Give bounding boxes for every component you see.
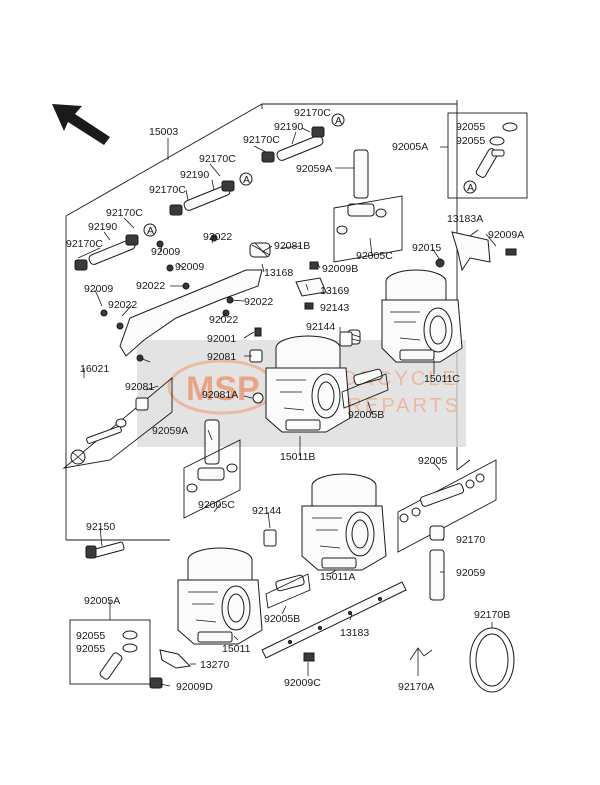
part-labels: 15003 92170C 92190 92170C 92059A 92005A … <box>66 107 524 693</box>
ref-a-label: A <box>147 225 154 237</box>
label-92022: 92022 <box>203 231 232 243</box>
label-92170c: 92170C <box>149 184 186 196</box>
label-92081a: 92081A <box>202 389 238 401</box>
label-13169: 13169 <box>320 285 349 297</box>
label-92143: 92143 <box>320 302 349 314</box>
fuel-tee-inset-top: A <box>447 112 528 199</box>
spring-92144-upper <box>339 331 353 347</box>
label-92009b: 92009B <box>322 263 358 275</box>
label-15011c: 15011C <box>424 373 460 385</box>
watermark-logo: MSP <box>186 370 260 408</box>
label-92055: 92055 <box>456 135 485 147</box>
fuel-hose-top-middle: A <box>169 172 253 216</box>
pilot-screw-parts <box>249 261 361 404</box>
clip-92170a <box>409 647 433 662</box>
label-92005c: 92005C <box>356 250 393 262</box>
label-92144: 92144 <box>252 505 281 517</box>
assembly-frame <box>65 103 471 541</box>
ref-a-label: A <box>467 182 474 194</box>
label-92170a: 92170A <box>398 681 434 693</box>
label-92081b: 92081B <box>274 240 310 252</box>
label-92055: 92055 <box>76 643 105 655</box>
label-15011: 15011 <box>222 643 251 655</box>
label-92150: 92150 <box>86 521 115 533</box>
carburetor-15011 <box>177 547 263 645</box>
label-92001: 92001 <box>207 333 236 345</box>
fuel-hose-top-left: A <box>74 223 157 271</box>
label-92009c: 92009C <box>284 677 321 689</box>
label-92009: 92009 <box>175 261 204 273</box>
ref-a-label: A <box>335 115 342 127</box>
label-15003: 15003 <box>149 126 178 138</box>
label-92009a: 92009A <box>488 229 524 241</box>
label-13270: 13270 <box>200 659 229 671</box>
hose-clamp-92170b <box>469 627 515 693</box>
fuel-hose-top-right: A <box>261 113 345 163</box>
spring-92144-lower <box>263 529 277 547</box>
label-92081: 92081 <box>125 381 154 393</box>
label-92170c: 92170C <box>199 153 236 165</box>
label-92170c: 92170C <box>294 107 331 119</box>
label-92059: 92059 <box>456 567 485 579</box>
label-92170c: 92170C <box>243 134 280 146</box>
label-13168: 13168 <box>264 267 293 279</box>
label-92005: 92005 <box>418 455 447 467</box>
label-92170c: 92170C <box>66 238 103 250</box>
label-16021: 16021 <box>80 363 109 375</box>
label-92055: 92055 <box>456 121 485 133</box>
leader-lines <box>77 127 497 687</box>
label-92005a: 92005A <box>392 141 428 153</box>
label-92009: 92009 <box>151 246 180 258</box>
ref-a-label: A <box>243 174 250 186</box>
fuel-tee-inset-bottom <box>69 619 151 685</box>
label-92015: 92015 <box>412 242 441 254</box>
label-92022: 92022 <box>244 296 273 308</box>
label-92005b: 92005B <box>348 409 384 421</box>
label-92022: 92022 <box>108 299 137 311</box>
label-92144: 92144 <box>306 321 335 333</box>
label-92190: 92190 <box>88 221 117 233</box>
front-direction-arrow <box>52 104 110 145</box>
bracket-13183a <box>435 231 517 272</box>
lever-13270 <box>149 649 192 689</box>
label-92059a: 92059A <box>296 163 332 175</box>
label-92190: 92190 <box>274 121 303 133</box>
jet-tube-upper <box>333 149 403 263</box>
choke-valve-inset <box>62 377 173 469</box>
label-92005c: 92005C <box>198 499 235 511</box>
label-92170: 92170 <box>456 534 485 546</box>
label-92022: 92022 <box>136 280 165 292</box>
label-92190: 92190 <box>180 169 209 181</box>
label-92081: 92081 <box>207 351 236 363</box>
link-fitting-upper <box>341 368 389 409</box>
link-plate-13183 <box>261 581 407 662</box>
label-92009: 92009 <box>84 283 113 295</box>
fuel-fitting-lower <box>397 459 497 601</box>
label-92005b: 92005B <box>264 613 300 625</box>
carburetor-15011b <box>265 335 351 433</box>
label-92022: 92022 <box>209 314 238 326</box>
label-92055: 92055 <box>76 630 105 642</box>
label-15011b: 15011B <box>280 451 315 463</box>
label-92009d: 92009D <box>176 681 213 693</box>
label-92170c: 92170C <box>106 207 143 219</box>
label-13183: 13183 <box>340 627 369 639</box>
label-92170b: 92170B <box>474 609 510 621</box>
screw-92150 <box>85 541 125 559</box>
label-15011a: 15011A <box>320 571 355 583</box>
carburetor-15011a <box>301 473 387 571</box>
label-92059a: 92059A <box>152 425 188 437</box>
carburetor-15011c <box>381 269 463 363</box>
label-13183a: 13183A <box>447 213 483 225</box>
link-fitting-lower <box>265 573 311 609</box>
label-92005a: 92005A <box>84 595 120 607</box>
